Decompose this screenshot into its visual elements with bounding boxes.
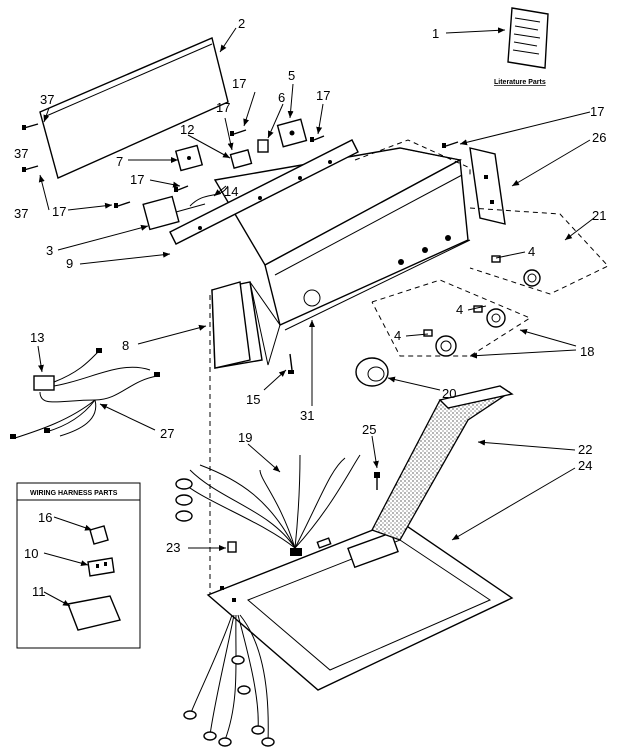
wiring-harness-parts-box: WIRING HARNESS PARTS (16, 482, 141, 649)
wire-part-14 (189, 185, 229, 207)
large-knob-part-20 (355, 357, 389, 387)
callout-26: 26 (592, 130, 606, 145)
knob-part-6 (257, 139, 269, 153)
callout-31: 31 (300, 408, 314, 423)
knob-group-outline (371, 207, 609, 357)
callout-15: 15 (246, 392, 260, 407)
callout-5: 5 (288, 68, 295, 83)
callout-16: 16 (38, 510, 52, 525)
callout-21: 21 (592, 208, 606, 223)
callout-10: 10 (24, 546, 38, 561)
end-cap-part-26 (469, 147, 506, 225)
screw-icon (22, 123, 39, 172)
switch-part-7 (174, 144, 204, 172)
wire-harness-part-19 (175, 454, 361, 556)
callout-20: 20 (442, 386, 456, 401)
callout-2: 2 (238, 16, 245, 31)
literature-parts-label: Literature Parts (494, 79, 546, 86)
callout-18: 18 (580, 344, 594, 359)
callout-1: 1 (432, 26, 439, 41)
lint-duct-part-22 (371, 385, 514, 541)
wire-harness-lower (183, 614, 275, 747)
clip-part-23 (227, 541, 237, 553)
switch-part-12 (229, 149, 253, 169)
callout-8: 8 (122, 338, 129, 353)
callout-7: 7 (116, 154, 123, 169)
literature-parts-booklet: Literature Parts (494, 7, 549, 86)
callout-37b: 37 (14, 146, 28, 161)
callout-24: 24 (578, 458, 592, 473)
callout-11: 11 (32, 584, 46, 599)
callout-6: 6 (278, 90, 285, 105)
callout-4a: 4 (528, 244, 535, 259)
screw-icon (114, 129, 459, 208)
callout-14: 14 (224, 184, 238, 199)
top-cover-part-24 (206, 519, 514, 691)
callout-17b: 17 (316, 88, 330, 103)
callout-17e: 17 (52, 204, 66, 219)
callout-37c: 37 (14, 206, 28, 221)
console-housing (211, 147, 471, 369)
harness-box-title: WIRING HARNESS PARTS (30, 490, 118, 497)
callout-19: 19 (238, 430, 252, 445)
console-outline (209, 139, 471, 595)
control-bracket-part-9 (169, 139, 359, 245)
callout-22: 22 (578, 442, 592, 457)
callout-37a: 37 (40, 92, 54, 107)
callout-4b: 4 (456, 302, 463, 317)
wire-harness-part-27 (10, 348, 160, 439)
callout-25: 25 (362, 422, 376, 437)
rear-panel-part-2 (39, 37, 229, 179)
terminal-block-part-3 (142, 195, 206, 231)
callout-17c: 17 (590, 104, 604, 119)
callout-9: 9 (66, 256, 73, 271)
callout-17f: 17 (232, 76, 246, 91)
control-knob-icon (423, 255, 541, 357)
callout-4c: 4 (394, 328, 401, 343)
leader-lines (37, 27, 595, 607)
callout-27: 27 (160, 426, 174, 441)
callout-3: 3 (46, 243, 53, 258)
timer-part-5 (276, 118, 308, 148)
callout-13: 13 (30, 330, 44, 345)
end-cap-part-8 (211, 281, 251, 369)
screw-icon (374, 472, 380, 490)
callout-17d: 17 (130, 172, 144, 187)
callout-23: 23 (166, 540, 180, 555)
callout-17a: 17 (216, 100, 230, 115)
callout-12: 12 (180, 122, 194, 137)
callout-labels: 1 2 3 4 4 4 5 6 7 8 9 12 13 14 15 16 10 … (14, 16, 606, 599)
screw-icon (288, 353, 294, 374)
